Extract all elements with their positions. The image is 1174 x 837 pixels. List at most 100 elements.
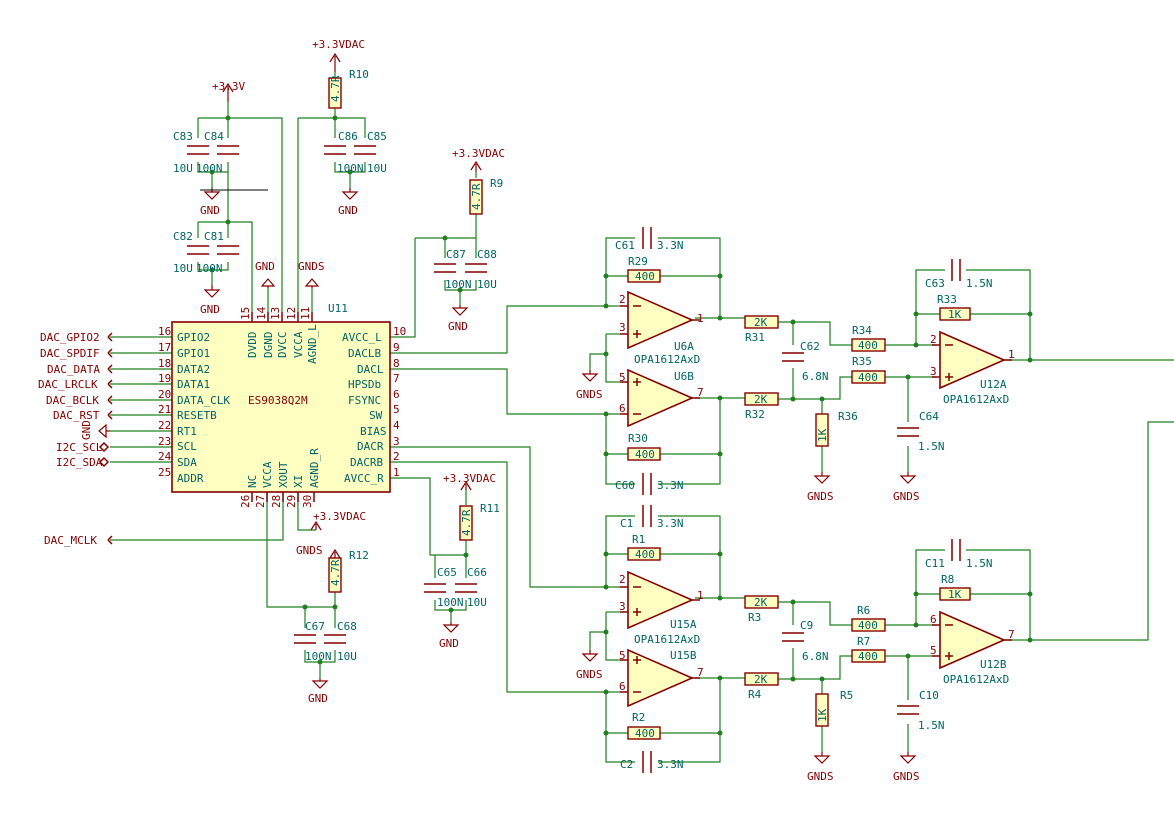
resistor-r7: 400 R7 — [851, 635, 886, 663]
schematic-text: 1K — [816, 708, 829, 722]
schematic-text: R9 — [490, 177, 503, 190]
schematic-text: R36 — [838, 410, 858, 423]
ground-icon — [813, 752, 831, 764]
net-label: DAC_LRCLK — [38, 378, 98, 391]
power-arrow-icon — [460, 480, 472, 491]
schematic-text: 3 — [619, 600, 626, 613]
chip-top-pins: 15 14 13 12 11 DVDD DGND DVCC VCCA AGND_… — [239, 306, 319, 364]
schematic-text: C81 — [204, 230, 224, 243]
resistor-r11: 4.7R R11 — [459, 502, 500, 541]
schematic-text: C1 — [620, 517, 633, 530]
schematic-text: R35 — [852, 355, 872, 368]
schematic-text: 4.7R — [470, 183, 483, 210]
power-arrow-icon — [222, 82, 234, 102]
schematic-text: C82 — [173, 230, 193, 243]
schematic-text: 27 — [254, 495, 267, 508]
schematic-text: C65 — [437, 566, 457, 579]
schematic-text: VCCA — [292, 331, 305, 358]
schematic-text: 10U — [337, 650, 357, 663]
junctions — [209, 115, 1033, 736]
schematic-text: OPA1612AxD — [634, 633, 700, 646]
schematic-text: ADDR — [177, 472, 204, 485]
schematic-text: C10 — [919, 689, 939, 702]
schematic-text: 400 — [858, 619, 878, 632]
schematic-text: 400 — [858, 371, 878, 384]
schematic-text: 1K — [948, 308, 962, 321]
resistor-r10: 4.7R R10 — [328, 68, 369, 109]
schematic-text: C9 — [800, 619, 813, 632]
capacitor-c9: C96.8N — [782, 619, 829, 663]
schematic-text: 2 — [619, 573, 626, 586]
schematic-text: R33 — [937, 293, 957, 306]
schematic-text: 400 — [635, 448, 655, 461]
resistor-r6: 400 R6 — [851, 604, 886, 632]
schematic-text: R1 — [632, 533, 645, 546]
schematic-text: DGND — [262, 332, 275, 359]
power-label: +3.3V — [212, 80, 245, 93]
schematic-text: 1.5N — [918, 440, 945, 453]
schematic-text: R11 — [480, 502, 500, 515]
ground-icon — [341, 188, 359, 200]
schematic-text: 400 — [858, 339, 878, 352]
schematic-text: 20 — [158, 388, 171, 401]
global-labels: DAC_GPIO2 DAC_SPDIF DAC_DATA DAC_LRCLK D… — [38, 331, 113, 547]
schematic-text: AGND_R — [308, 448, 321, 488]
schematic-text: NC — [246, 475, 259, 488]
schematic-text: 2 — [393, 450, 400, 463]
power-arrow-icon — [310, 520, 322, 531]
schematic-text: C85 — [367, 130, 387, 143]
schematic-text: 5 — [619, 649, 626, 662]
schematic-text: 4.7R — [329, 559, 342, 586]
schematic-text: 1K — [948, 588, 962, 601]
schematic-text: C64 — [919, 410, 939, 423]
chip-name: ES9038Q2M — [248, 394, 308, 407]
schematic-text: 3.3N — [657, 479, 684, 492]
resistor-r1: 400 R1 — [627, 533, 661, 561]
net-label: DAC_MCLK — [44, 534, 97, 547]
schematic-text: DACRB — [350, 456, 383, 469]
power-symbols: +3.3V +3.3VDAC +3.3VDAC +3.3VDAC +3.3VDA… — [80, 38, 920, 783]
capacitor-c81: C81 100N — [196, 230, 239, 275]
resistors: 4.7R R10 4.7R R9 4.7R R11 4.7R R1 2 1K R3… — [328, 68, 971, 740]
opamps: 2 3 1 U6A OPA1612AxD 5 6 7 U6B 2 3 1 U15… — [619, 290, 1015, 708]
schematic-text: 24 — [158, 450, 172, 463]
schematic-text: XOUT — [277, 461, 290, 488]
resistor-r29: 400 R29 — [627, 255, 661, 283]
schematic-text: 3 — [930, 365, 937, 378]
schematic-text: C68 — [337, 620, 357, 633]
schematic-text: DACR — [357, 440, 384, 453]
net-label: I2C_SDA — [56, 456, 103, 469]
schematic-text: 7 — [697, 386, 704, 399]
schematic-text: 5 — [393, 403, 400, 416]
schematic-text: BIAS — [360, 425, 387, 438]
schematic-text: R6 — [857, 604, 870, 617]
schematic-text: C87 — [446, 248, 466, 261]
schematic-text: 1 — [393, 466, 400, 479]
net-label: DAC_SPDIF — [40, 347, 100, 360]
schematic-text: 100N — [196, 262, 223, 275]
opamp-u6a: 2 3 1 U6A OPA1612AxD — [619, 290, 704, 366]
schematic-text: 21 — [158, 403, 171, 416]
gnds-label: GNDS — [807, 770, 834, 783]
opamp-u6b: 5 6 7 U6B — [619, 368, 704, 428]
schematic-text: R4 — [748, 688, 762, 701]
schematic-text: 400 — [635, 270, 655, 283]
schematic-text: C66 — [467, 566, 487, 579]
schematic-text: C2 — [620, 758, 633, 771]
schematic-text: DATA_CLK — [177, 394, 230, 407]
schematic-text: 23 — [158, 435, 171, 448]
schematic-text: 1.5N — [966, 557, 993, 570]
schematic-text: C61 — [615, 239, 635, 252]
schematic-text: SCL — [177, 440, 197, 453]
schematic-text: 10U — [173, 162, 193, 175]
schematic-text: C67 — [305, 620, 325, 633]
resistor-r5: 1K R5 — [815, 689, 853, 727]
resistor-r33: 1K R33 — [937, 293, 971, 321]
schematic-text: 7 — [1008, 628, 1015, 641]
